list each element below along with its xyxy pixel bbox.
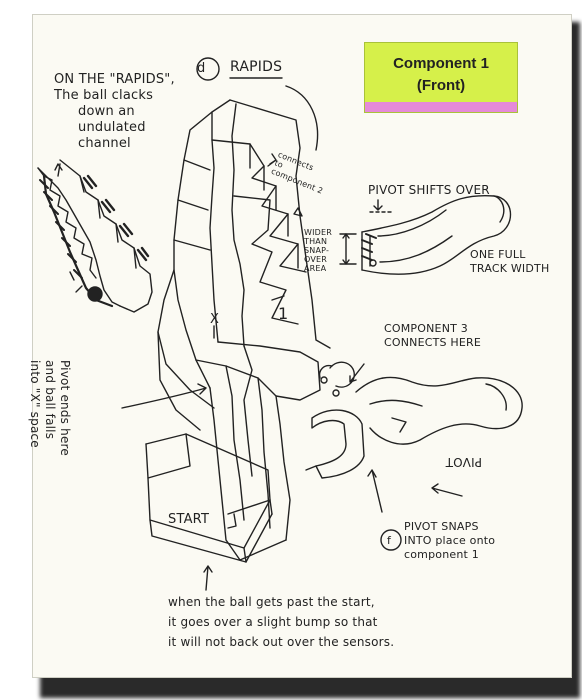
wider-note-line: OVER	[304, 255, 328, 264]
component3-line: CONNECTS HERE	[384, 336, 482, 349]
wider-note-line: SNAP-	[304, 246, 330, 255]
section-d-marker: d	[197, 61, 206, 76]
wider-note-line: WIDER	[304, 228, 333, 237]
rapids-label: RAPIDS	[230, 59, 283, 75]
pivot-snaps-note: PIVOT SNAPS INTO place onto component 1	[404, 520, 544, 562]
rapids-note-line: down an	[78, 104, 135, 119]
component3-line: COMPONENT 3	[384, 322, 468, 335]
pivot-ends-note: Pivot ends here and ball falls into "X" …	[27, 360, 72, 520]
pivot-piece-bottom	[305, 361, 523, 551]
pivot-snaps-line: component 1	[404, 548, 479, 561]
wider-note: WIDER THAN SNAP- OVER AREA	[304, 228, 344, 273]
title-strip	[365, 102, 517, 112]
wider-note-line: AREA	[304, 264, 327, 273]
title-line-2: (Front)	[416, 77, 466, 94]
pivot-snaps-line: INTO place onto	[404, 534, 496, 547]
start-label: START	[168, 512, 210, 527]
rapids-curve	[285, 85, 319, 151]
rapids-note-line: undulated	[78, 120, 146, 135]
start-tray	[145, 433, 273, 563]
section-f-marker: f	[387, 534, 392, 547]
pivot-label: PIVOT	[445, 455, 482, 469]
full-track-line: TRACK WIDTH	[470, 262, 550, 275]
rapids-note: ON THE "RAPIDS", The ball clacks down an…	[54, 72, 204, 152]
title-box: Component 1 (Front)	[364, 42, 518, 113]
full-track-note: ONE FULL TRACK WIDTH	[470, 248, 570, 276]
bottom-note-line: it goes over a slight bump so that	[168, 615, 378, 629]
pivot-ends-line: Pivot ends here	[58, 360, 72, 456]
pivot-ends-line: into "X" space	[28, 360, 42, 448]
pivot-piece-top	[339, 194, 511, 275]
pivot-ends-arrow	[121, 383, 207, 409]
paper	[32, 14, 572, 678]
title-line-1: Component 1	[393, 55, 489, 72]
rapids-detail-piece	[37, 159, 153, 313]
bottom-note-line: it will not back out over the sensors.	[168, 635, 395, 649]
rapids-note-line: ON THE "RAPIDS",	[54, 72, 175, 87]
component3-note: COMPONENT 3 CONNECTS HERE	[384, 322, 524, 350]
rapids-note-line: The ball clacks	[54, 88, 154, 103]
x-mark: X	[210, 312, 220, 327]
pivot-shifts-label: PIVOT SHIFTS OVER	[368, 183, 490, 197]
full-track-line: ONE FULL	[470, 248, 526, 261]
bottom-note: when the ball gets past the start, it go…	[168, 592, 488, 652]
component-number: 1	[278, 304, 289, 323]
pivot-ends-line: and ball falls	[43, 360, 57, 440]
notch-marker	[293, 207, 303, 217]
bottom-note-arrow	[203, 565, 213, 591]
bottom-note-line: when the ball gets past the start,	[168, 595, 375, 609]
connects-arrow	[267, 153, 277, 167]
wider-note-line: THAN	[304, 237, 328, 246]
section-d-circle	[196, 57, 220, 81]
rapids-note-line: channel	[78, 136, 131, 151]
pivot-snaps-line: PIVOT SNAPS	[404, 520, 479, 533]
